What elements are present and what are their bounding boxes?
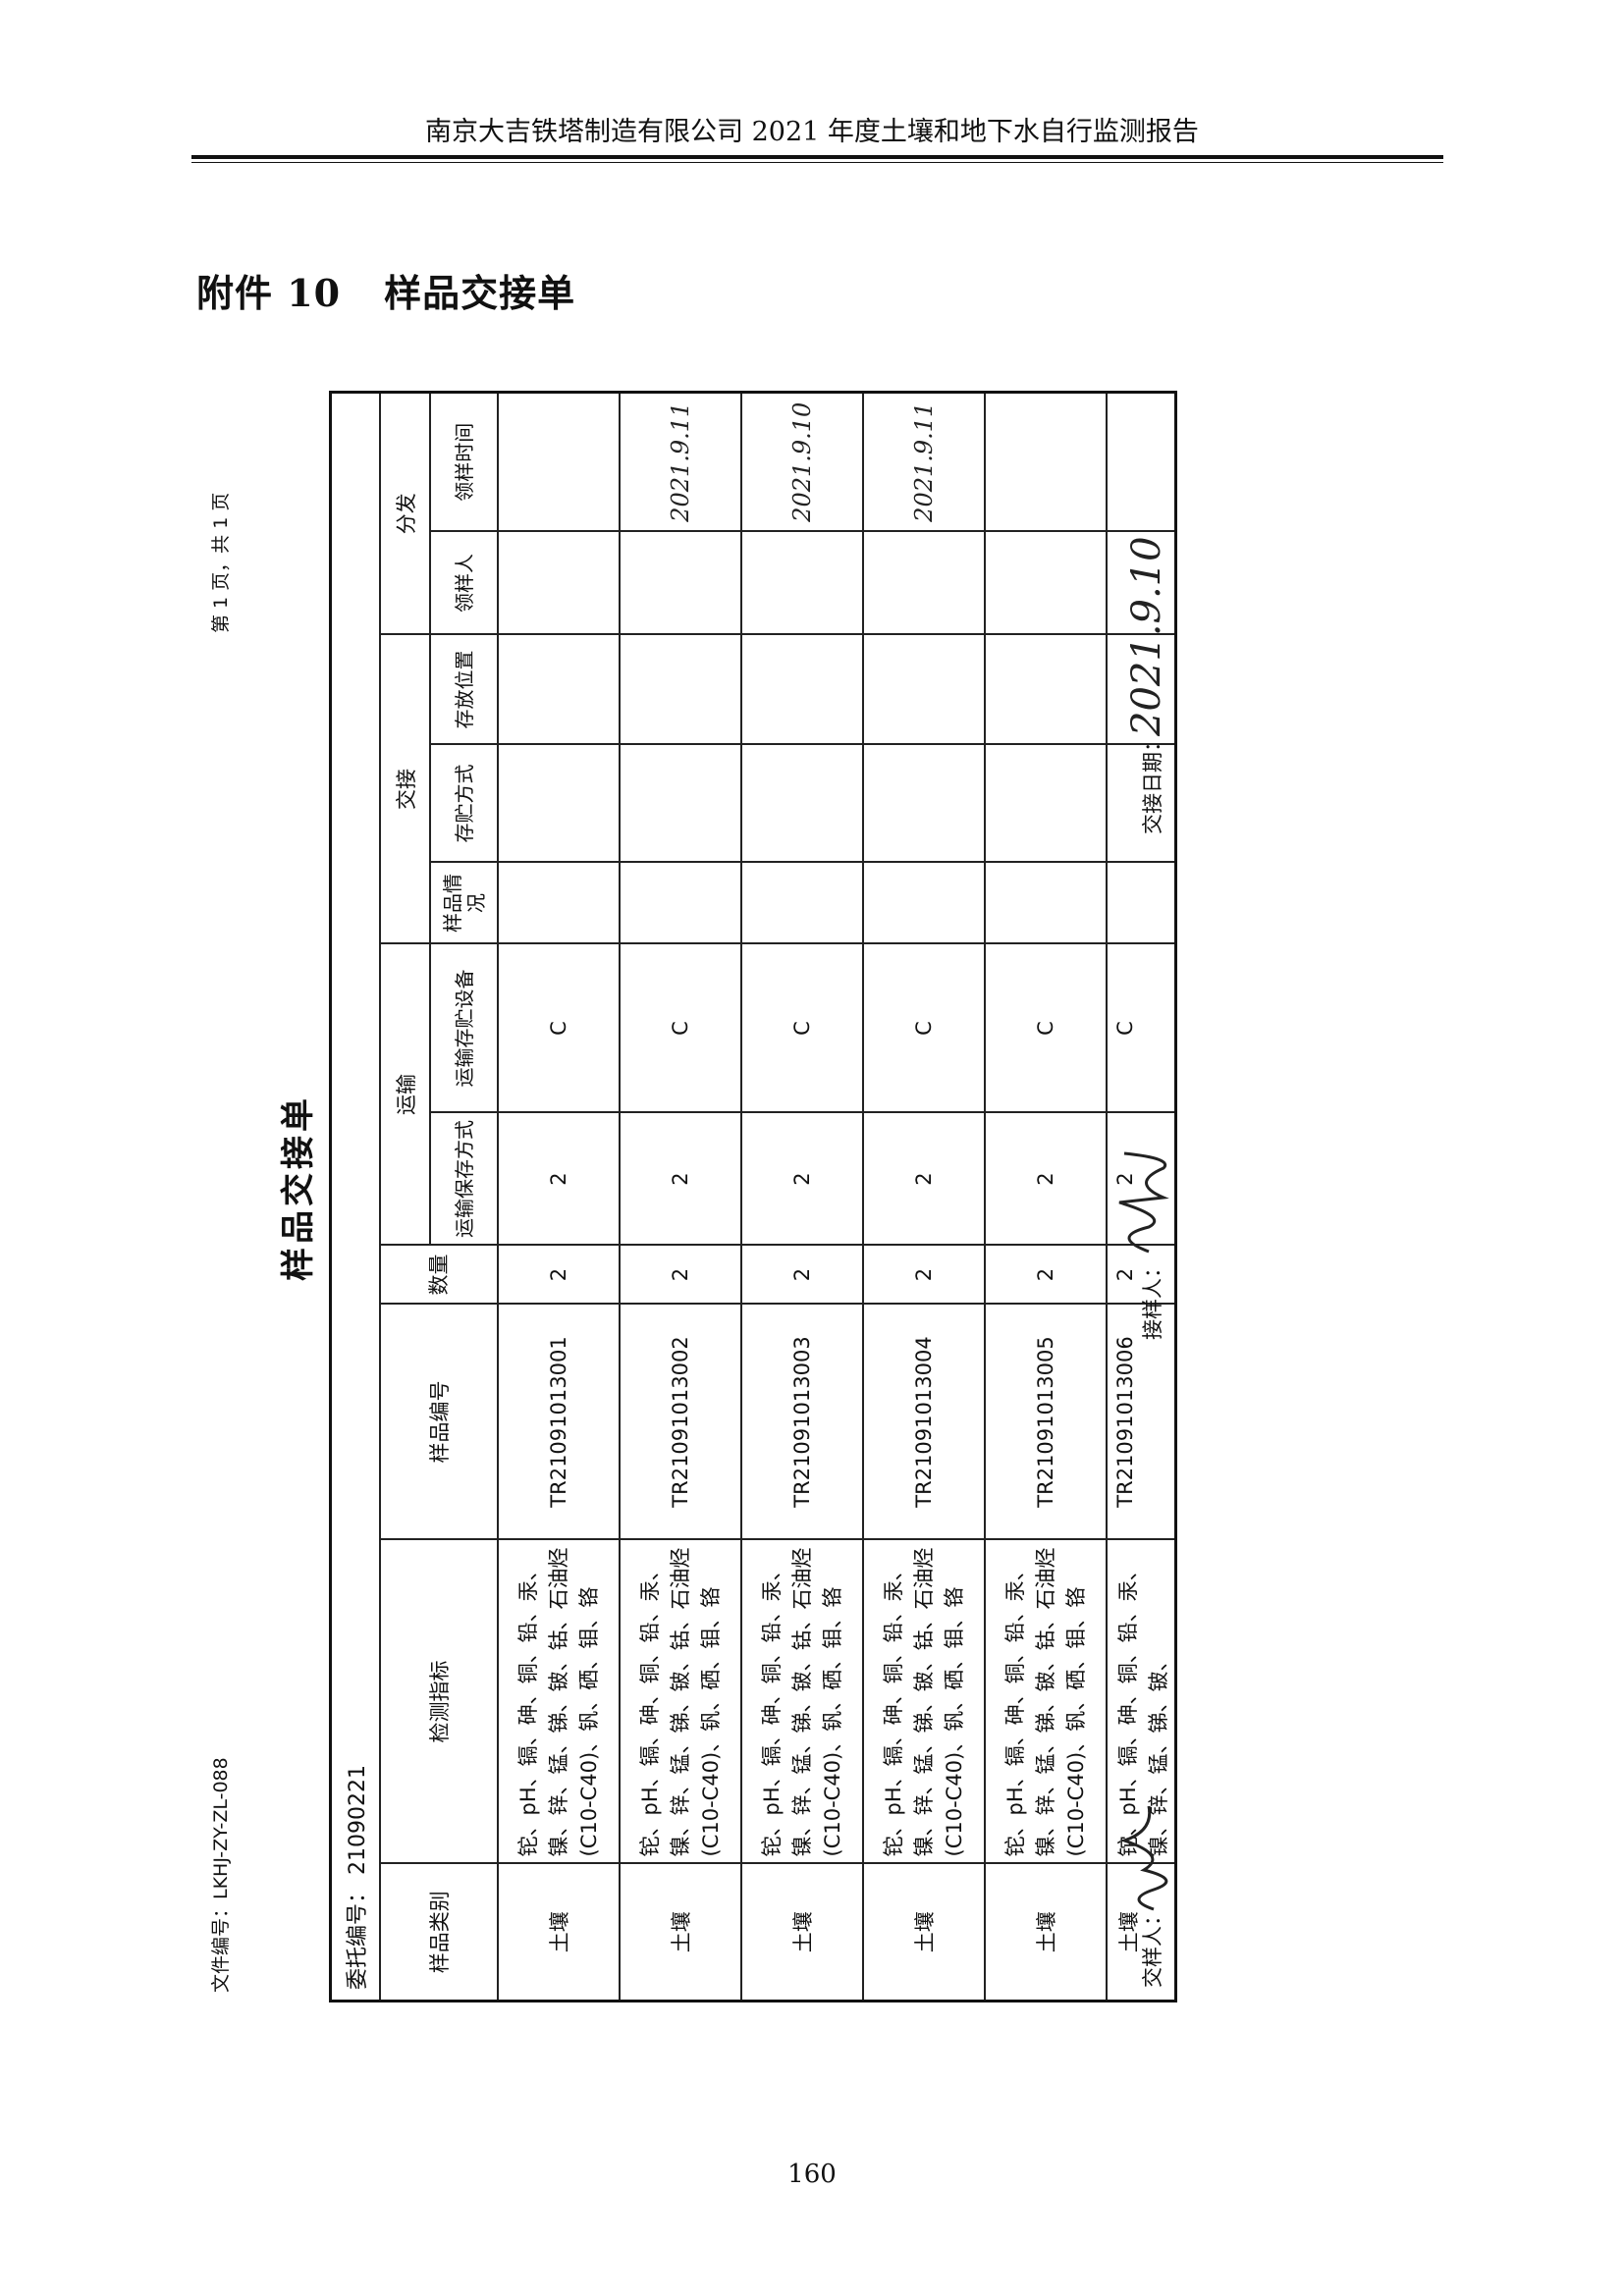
cell-receiver (863, 531, 985, 635)
cell-category: 土壤 (985, 1863, 1107, 2002)
cell-indicators: 铊、pH、镉、砷、铜、铅、汞、镍、锌、锰、锑、铍、钴、石油烃(C10-C40)、… (741, 1539, 863, 1864)
cell-sample-no: TR21091013003 (741, 1304, 863, 1540)
section-label: 附件 10 (196, 271, 342, 315)
cell-sample-no: TR21091013002 (620, 1304, 741, 1540)
cell-sample-state (985, 862, 1107, 944)
cell-transport-device: C (741, 943, 863, 1113)
cell-sample-state (741, 862, 863, 944)
cell-receive-time: 2021.9.10 (741, 392, 863, 532)
cell-receiver (985, 531, 1107, 635)
table-row: 土壤铊、pH、镉、砷、铜、铅、汞、镍、锌、锰、锑、铍、钴、石油烃(C10-C40… (863, 392, 985, 2002)
group-handover: 交接 (380, 634, 430, 944)
col-transport-mode: 运输保存方式 (430, 1112, 498, 1246)
cell-storage-mode (741, 744, 863, 863)
table-row: 土壤铊、pH、镉、砷、铜、铅、汞、镍、锌、锰、锑、铍、钴、石油烃(C10-C40… (741, 392, 863, 2002)
cell-sample-no: TR21091013004 (863, 1304, 985, 1540)
cell-sample-state (863, 862, 985, 944)
cell-storage-mode (498, 744, 620, 863)
file-number: 文件编号：LKHJ-ZY-ZL-088 (210, 1757, 232, 1993)
cell-storage-location (741, 634, 863, 745)
cell-category: 土壤 (498, 1863, 620, 2002)
cell-receive-time (498, 392, 620, 532)
group-transport: 运输 (380, 943, 430, 1246)
cell-transport-mode: 2 (620, 1112, 741, 1246)
cell-transport-mode: 2 (741, 1112, 863, 1246)
page-number: 160 (787, 2160, 837, 2189)
col-sample-no: 样品编号 (380, 1304, 498, 1540)
cell-transport-device: C (498, 943, 620, 1113)
cell-indicators: 铊、pH、镉、砷、铜、铅、汞、镍、锌、锰、锑、铍、钴、石油烃(C10-C40)、… (620, 1539, 741, 1864)
table-row: 土壤铊、pH、镉、砷、铜、铅、汞、镍、锌、锰、锑、铍、钴、石油烃(C10-C40… (985, 392, 1107, 2002)
cell-storage-location (985, 634, 1107, 745)
cell-storage-location (620, 634, 741, 745)
cell-receiver (741, 531, 863, 635)
cell-qty: 2 (620, 1245, 741, 1305)
cell-qty: 2 (741, 1245, 863, 1305)
handover-table: 委托编号： 21090221 样品类别 检测指标 样品编号 数量 运输 交接 分… (329, 390, 1177, 2002)
cell-category: 土壤 (863, 1863, 985, 2002)
cell-storage-location (863, 634, 985, 745)
cell-receive-time: 2021.9.11 (620, 392, 741, 532)
cell-storage-location (498, 634, 620, 745)
cell-indicators: 铊、pH、镉、砷、铜、铅、汞、镍、锌、锰、锑、铍、钴、石油烃(C10-C40)、… (863, 1539, 985, 1864)
cell-transport-device: C (863, 943, 985, 1113)
cell-receive-time: 2021.9.11 (863, 392, 985, 532)
date-label: 交接日期： (1141, 731, 1164, 834)
receiver-label: 接样人： (1141, 1257, 1164, 1340)
cell-receiver (620, 531, 741, 635)
cell-indicators: 铊、pH、镉、砷、铜、铅、汞、镍、锌、锰、锑、铍、钴、石油烃(C10-C40)、… (985, 1539, 1107, 1864)
rotated-form: 文件编号：LKHJ-ZY-ZL-088 第 1 页，共 1 页 样品交接单 委托… (187, 344, 1306, 2032)
cell-category: 土壤 (620, 1863, 741, 2002)
report-header: 南京大吉铁塔制造有限公司 2021 年度土壤和地下水自行监测报告 (425, 117, 1199, 147)
section-name: 样品交接单 (384, 271, 576, 315)
col-sample-state: 样品情况 (430, 862, 498, 944)
cell-sample-no: TR21091013005 (985, 1304, 1107, 1540)
cell-receive-time (985, 392, 1107, 532)
header-rule (191, 155, 1443, 159)
col-qty: 数量 (380, 1245, 498, 1305)
col-category: 样品类别 (380, 1863, 498, 2002)
cell-sample-no: TR21091013001 (498, 1304, 620, 1540)
cell-receiver (498, 531, 620, 635)
form-title: 样品交接单 (279, 1095, 318, 1281)
handover-date: 2021.9.10 (1124, 536, 1169, 736)
col-transport-device: 运输存贮设备 (430, 943, 498, 1113)
col-storage-location: 存放位置 (430, 634, 498, 745)
commission-number: 委托编号： 21090221 (330, 392, 380, 2002)
cell-sample-state (1107, 862, 1176, 944)
cell-transport-mode: 2 (985, 1112, 1107, 1246)
cell-storage-mode (985, 744, 1107, 863)
cell-qty: 2 (985, 1245, 1107, 1305)
cell-transport-mode: 2 (863, 1112, 985, 1246)
cell-receive-time (1107, 392, 1176, 532)
col-storage-mode: 存贮方式 (430, 744, 498, 863)
receiver-signature (1118, 1151, 1169, 1254)
col-receiver: 领样人 (430, 531, 498, 635)
cell-transport-device: C (985, 943, 1107, 1113)
table-row: 土壤铊、pH、镉、砷、铜、铅、汞、镍、锌、锰、锑、铍、钴、石油烃(C10-C40… (620, 392, 741, 2002)
section-title: 附件 10 样品交接单 (196, 263, 575, 317)
col-indicators: 检测指标 (380, 1539, 498, 1864)
cell-sample-state (620, 862, 741, 944)
cell-storage-mode (620, 744, 741, 863)
cell-transport-device: C (1107, 943, 1176, 1113)
page-of: 第 1 页，共 1 页 (210, 492, 232, 633)
cell-transport-device: C (620, 943, 741, 1113)
cell-category: 土壤 (741, 1863, 863, 2002)
header-rule-thin (191, 162, 1443, 163)
cell-qty: 2 (498, 1245, 620, 1305)
cell-storage-mode (863, 744, 985, 863)
cell-transport-mode: 2 (498, 1112, 620, 1246)
cell-qty: 2 (863, 1245, 985, 1305)
cell-indicators: 铊、pH、镉、砷、铜、铅、汞、镍、锌、锰、锑、铍、钴、石油烃(C10-C40)、… (498, 1539, 620, 1864)
cell-sample-state (498, 862, 620, 944)
group-distribution: 分发 (380, 392, 430, 635)
deliverer-label: 交样人： (1141, 1905, 1164, 1988)
col-receive-time: 领样时间 (430, 392, 498, 532)
table-row: 土壤铊、pH、镉、砷、铜、铅、汞、镍、锌、锰、锑、铍、钴、石油烃(C10-C40… (498, 392, 620, 2002)
deliverer-signature (1119, 1805, 1168, 1911)
